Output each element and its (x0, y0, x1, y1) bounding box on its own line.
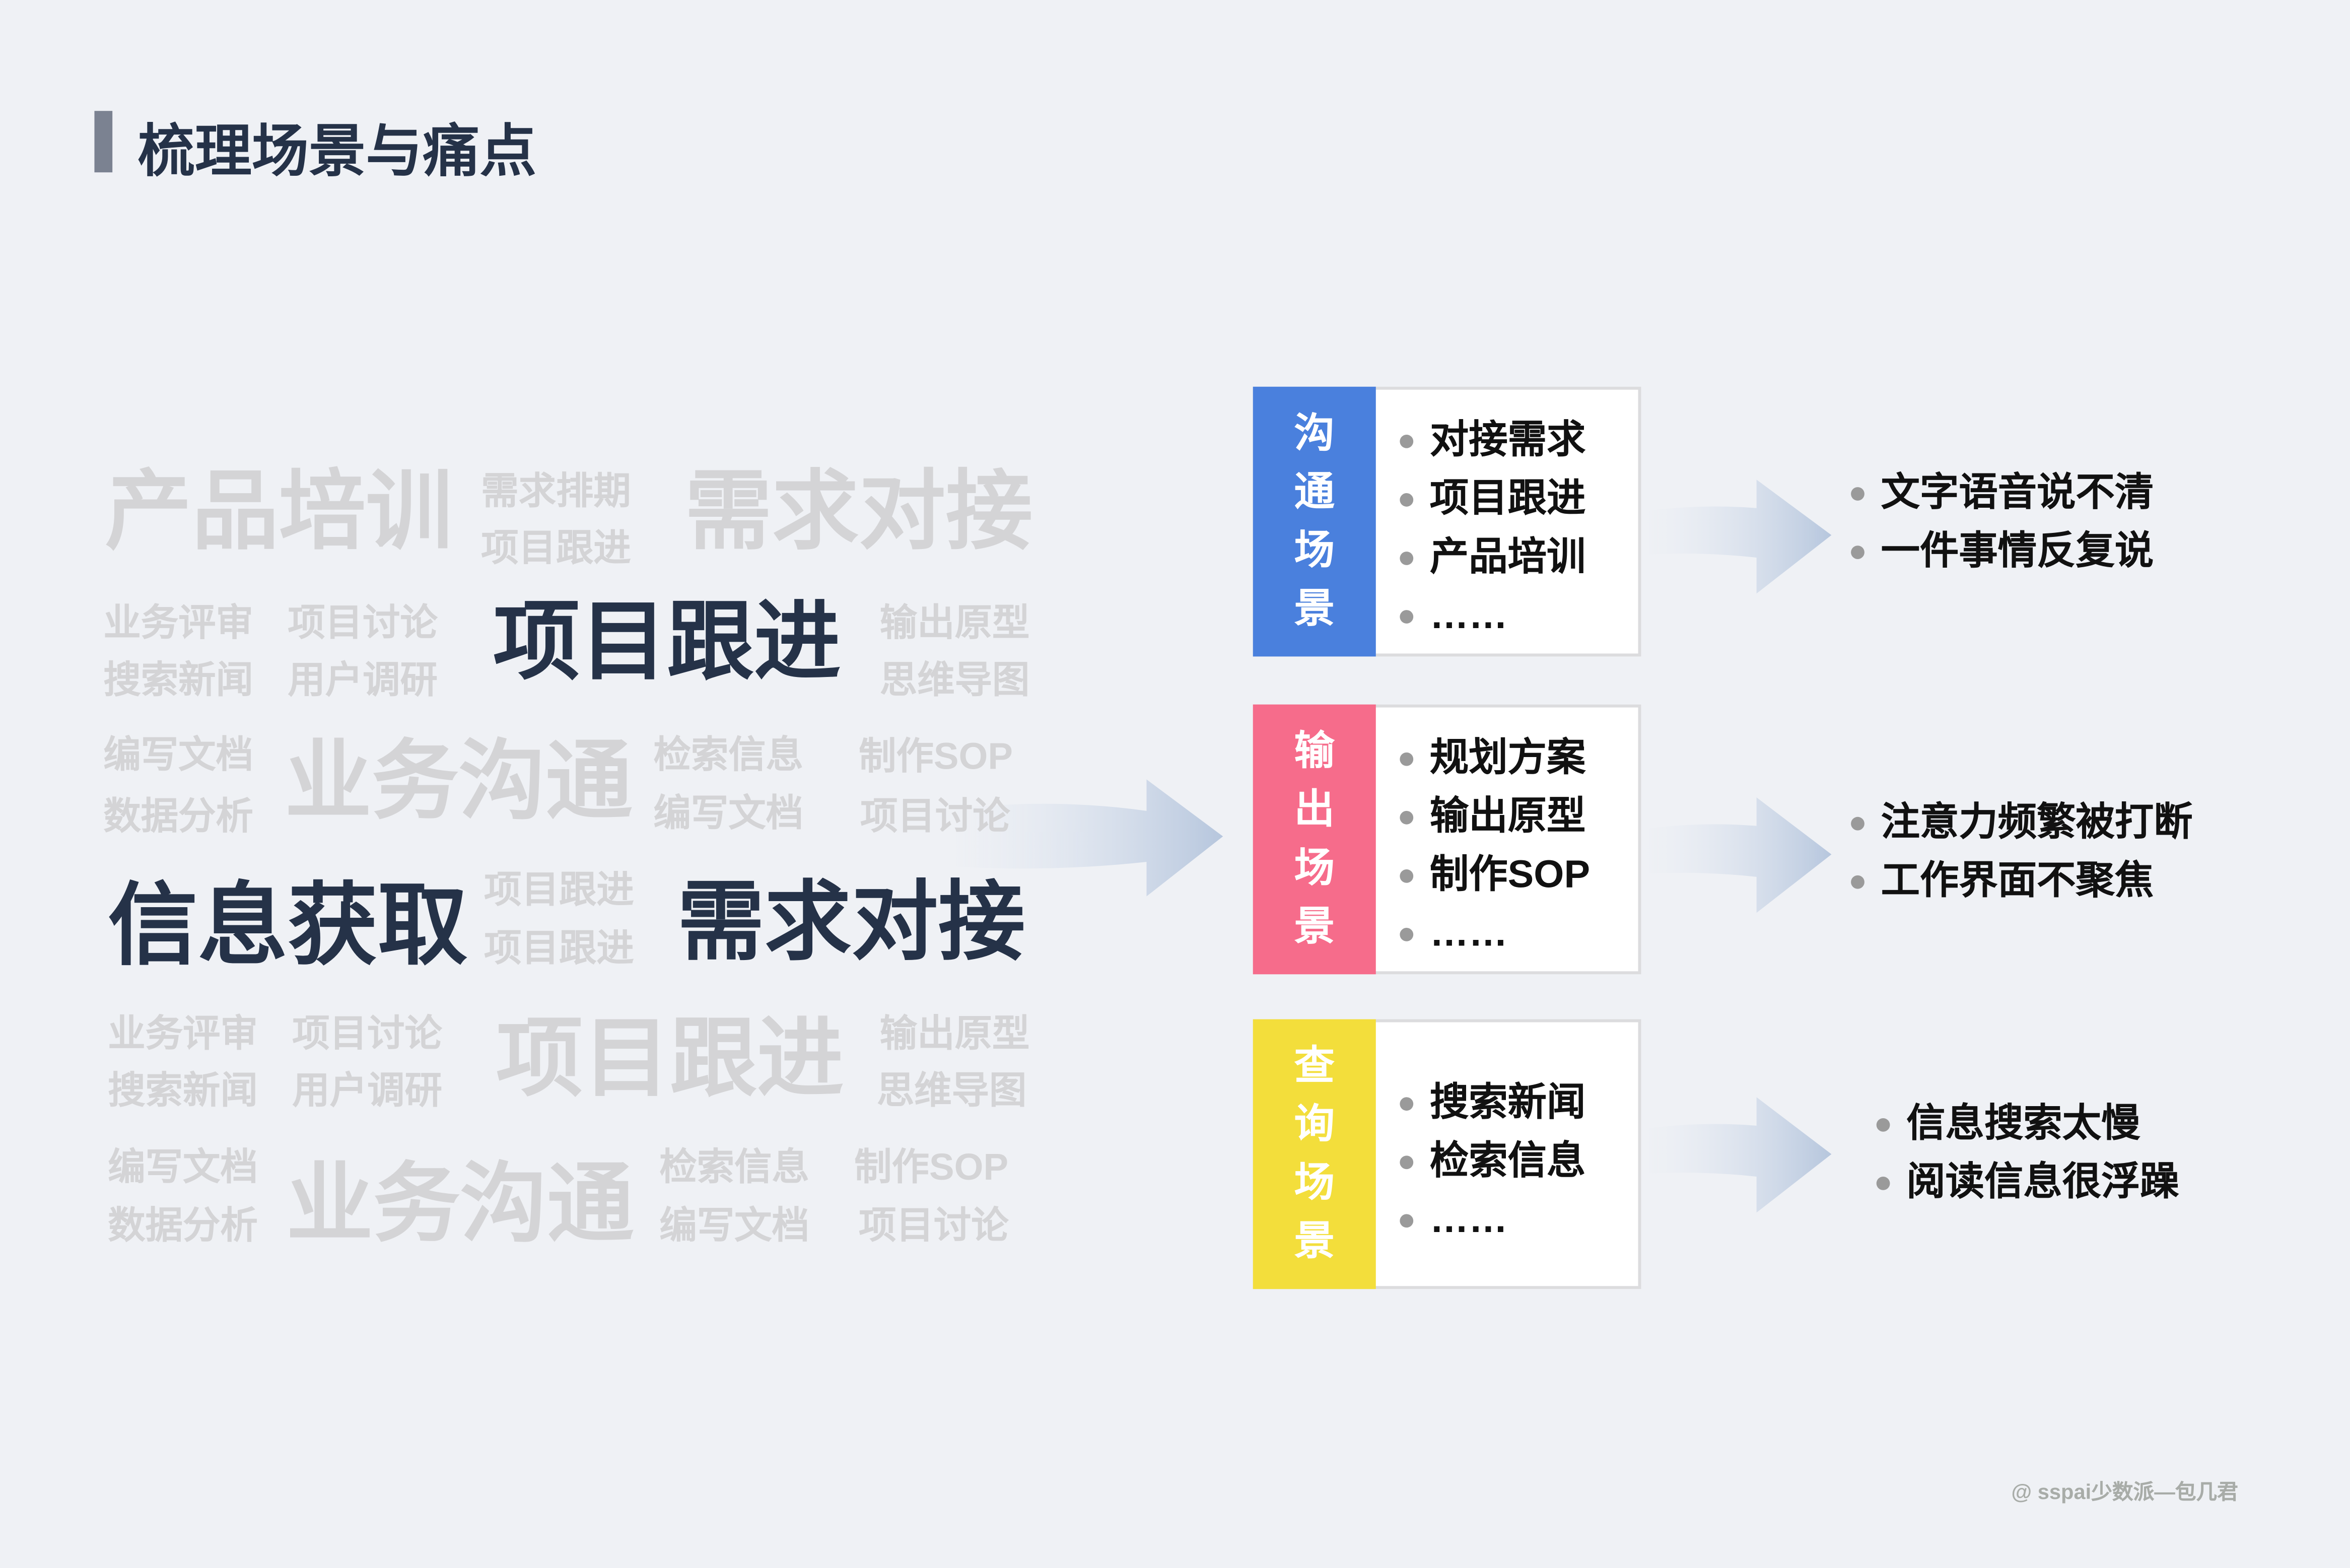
list-item: 规划方案 (1400, 728, 1590, 787)
cloud-word: 用户调研 (292, 1070, 442, 1113)
cloud-word: 思维导图 (876, 1070, 1027, 1113)
scenario-label: 沟 通 场 景 (1253, 386, 1376, 657)
list-item: 搜索新闻 (1400, 1073, 1585, 1132)
cloud-word-highlight: 信息获取 (108, 875, 468, 976)
cloud-word: 业务评审 (108, 1013, 258, 1055)
cloud-word: 项目跟进 (481, 527, 631, 570)
arrow-icon (1645, 480, 1832, 594)
cloud-word: 项目讨论 (292, 1013, 442, 1055)
arrow-icon (1645, 1097, 1832, 1213)
cloud-word: 检索信息 (659, 1146, 809, 1189)
cloud-word: 项目跟进 (484, 928, 634, 970)
cloud-word: 输出原型 (879, 602, 1030, 645)
page-title: 梳理场景与痛点 (137, 121, 537, 185)
big-arrow-icon (951, 779, 1223, 897)
cloud-word: 业务沟通 (285, 733, 633, 831)
pain-point: 文字语音说不清 (1851, 463, 2154, 522)
cloud-word: 用户调研 (288, 659, 438, 702)
list-item: …… (1400, 586, 1585, 645)
list-item: …… (1400, 1190, 1585, 1249)
arrow-icon (1645, 797, 1832, 913)
cloud-word: 项目讨论 (860, 796, 1010, 838)
scenario-items: 规划方案 输出原型 制作SOP …… (1400, 728, 1590, 962)
cloud-word: 项目跟进 (484, 869, 634, 912)
label-char: 景 (1294, 904, 1335, 949)
pain-point: 一件事情反复说 (1851, 522, 2154, 580)
scenario-card-output: 输 出 场 景 规划方案 输出原型 制作SOP …… (1253, 704, 1641, 975)
list-item: 项目跟进 (1400, 469, 1585, 527)
pain-point: 注意力频繁被打断 (1851, 793, 2193, 851)
pain-points-communication: 文字语音说不清 一件事情反复说 (1851, 463, 2154, 580)
label-char: 景 (1294, 1218, 1335, 1264)
pain-points-output: 注意力频繁被打断 工作界面不聚焦 (1851, 793, 2193, 910)
cloud-word: 输出原型 (879, 1013, 1030, 1055)
cloud-word: 产品培训 (105, 463, 453, 561)
pain-point: 工作界面不聚焦 (1851, 851, 2193, 910)
cloud-word: 编写文档 (108, 1146, 258, 1189)
label-char: 场 (1294, 1160, 1335, 1205)
cloud-word: 编写文档 (103, 734, 253, 777)
list-item: …… (1400, 904, 1590, 962)
cloud-word: 业务评审 (103, 602, 253, 645)
cloud-word: 搜索新闻 (103, 659, 253, 702)
cloud-word: 项目跟进 (496, 1010, 844, 1108)
scenario-card-communication: 沟 通 场 景 对接需求 项目跟进 产品培训 …… (1253, 386, 1641, 657)
list-item: 输出原型 (1400, 787, 1590, 845)
cloud-word: 数据分析 (103, 796, 253, 838)
cloud-word: 制作SOP (859, 736, 1013, 778)
label-char: 景 (1294, 586, 1335, 631)
label-char: 场 (1294, 845, 1335, 891)
cloud-word: 业务沟通 (286, 1155, 634, 1253)
list-item: 对接需求 (1400, 411, 1585, 469)
pain-point: 信息搜索太慢 (1876, 1094, 2179, 1152)
cloud-word-highlight: 项目跟进 (493, 593, 841, 691)
pain-points-query: 信息搜索太慢 阅读信息很浮躁 (1876, 1094, 2179, 1211)
label-char: 沟 (1294, 411, 1335, 456)
cloud-word: 需求排期 (481, 470, 631, 513)
cloud-word: 思维导图 (879, 659, 1030, 702)
cloud-word: 项目讨论 (859, 1205, 1009, 1247)
label-char: 通 (1294, 469, 1335, 514)
pain-point: 阅读信息很浮躁 (1876, 1152, 2179, 1211)
scenario-items: 对接需求 项目跟进 产品培训 …… (1400, 411, 1585, 644)
list-item: 检索信息 (1400, 1132, 1585, 1190)
label-char: 输 (1294, 728, 1335, 774)
label-char: 出 (1294, 787, 1335, 832)
label-char: 查 (1294, 1043, 1335, 1088)
scenario-label: 查 询 场 景 (1253, 1019, 1376, 1289)
list-item: 制作SOP (1400, 845, 1590, 904)
scenario-label: 输 出 场 景 (1253, 704, 1376, 975)
cloud-word-highlight: 需求对接 (677, 873, 1025, 972)
cloud-word: 检索信息 (653, 734, 804, 777)
list-item: 产品培训 (1400, 527, 1585, 586)
label-char: 场 (1294, 527, 1335, 573)
cloud-word: 需求对接 (684, 463, 1033, 561)
cloud-word: 编写文档 (653, 793, 804, 835)
cloud-word: 编写文档 (659, 1205, 809, 1247)
label-char: 询 (1294, 1102, 1335, 1147)
cloud-word: 制作SOP (854, 1146, 1009, 1189)
cloud-word: 项目讨论 (288, 602, 438, 645)
credit-watermark: @ sspai少数派—包几君 (2011, 1479, 2238, 1504)
scenario-card-query: 查 询 场 景 搜索新闻 检索信息 …… (1253, 1019, 1641, 1289)
cloud-word: 搜索新闻 (108, 1070, 258, 1113)
cloud-word: 数据分析 (108, 1205, 258, 1247)
title-accent-bar (94, 111, 113, 173)
scenario-items: 搜索新闻 检索信息 …… (1400, 1073, 1585, 1249)
